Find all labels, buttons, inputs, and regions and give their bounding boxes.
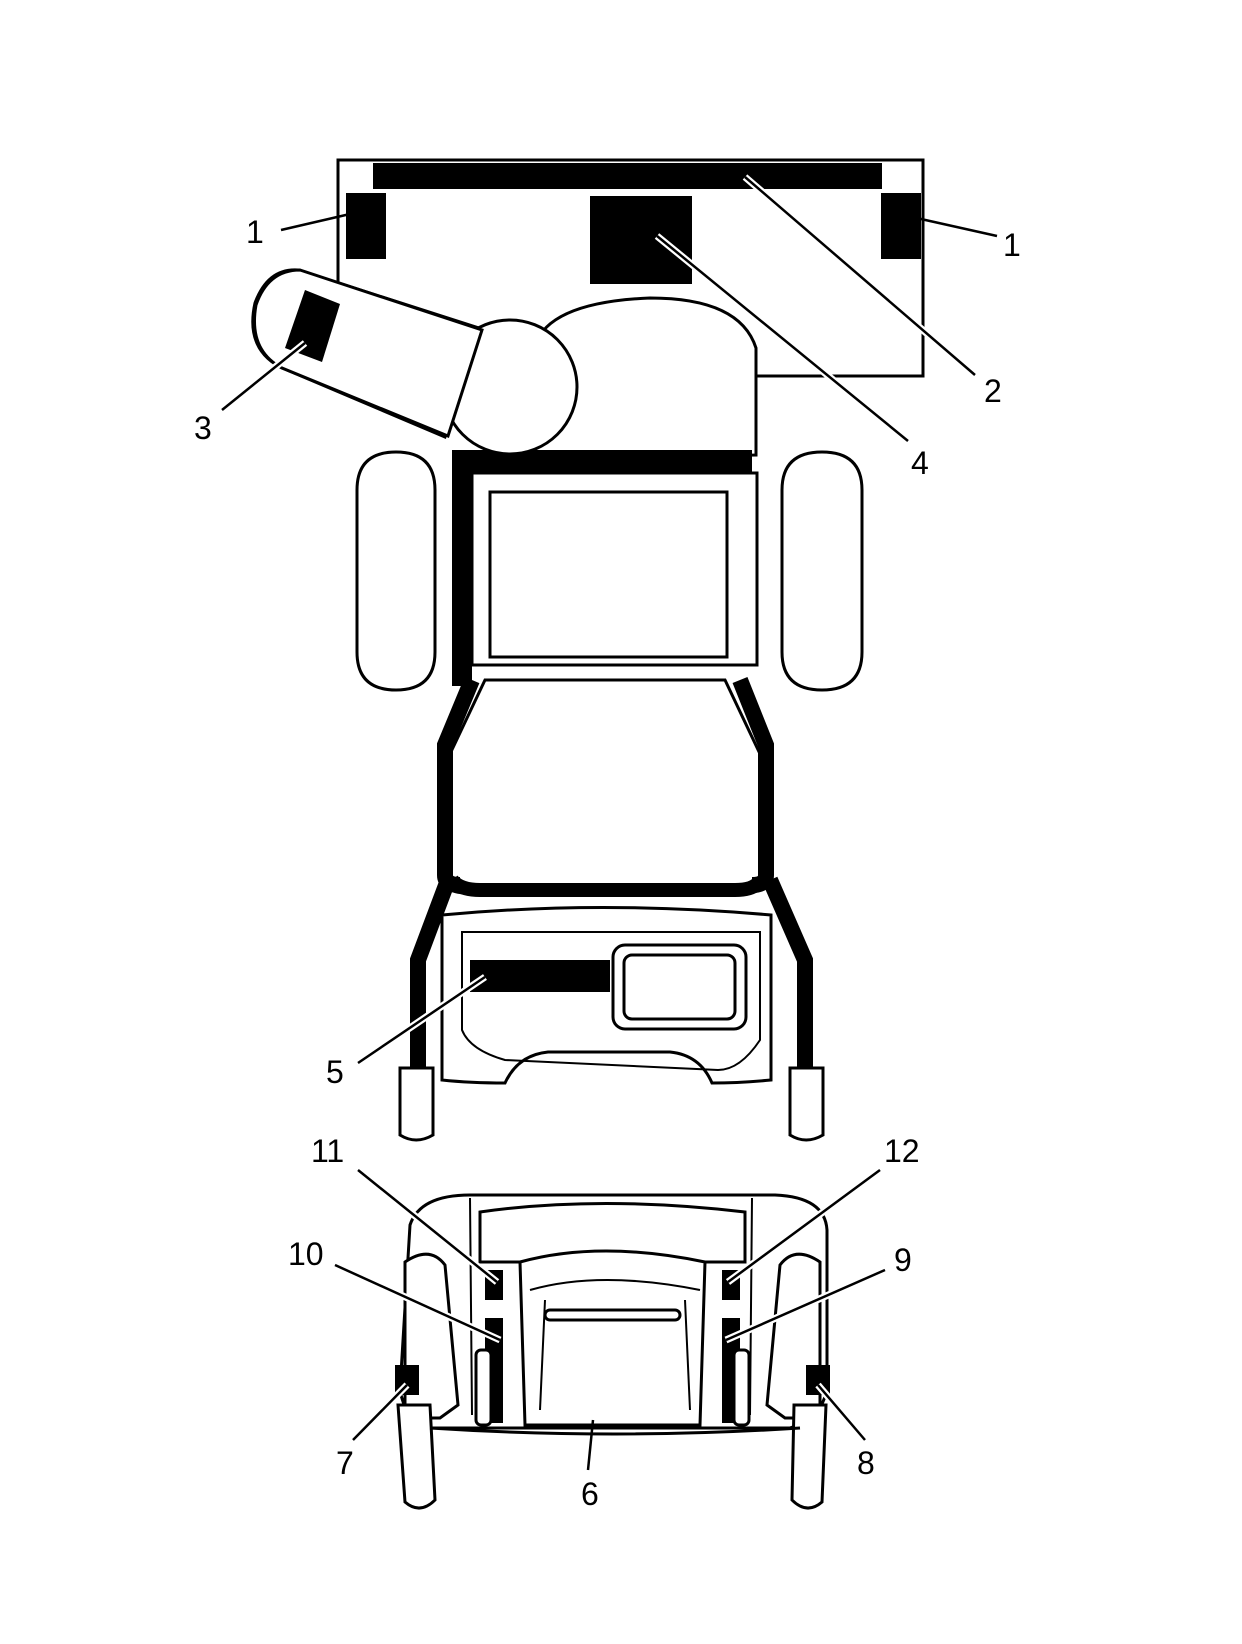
callout-12: 12: [884, 1133, 920, 1169]
front-body: [438, 678, 772, 895]
leader-lines: [219, 174, 998, 1471]
seat-handle: [543, 1308, 682, 1322]
mower-rear-view: [395, 1193, 830, 1510]
arm-right: [762, 876, 813, 1080]
label-block-1-left: [346, 193, 386, 259]
arm-left: [410, 877, 456, 1080]
label-block-4: [590, 196, 692, 284]
slot-left: [474, 1348, 493, 1427]
leader-9: [725, 1268, 886, 1342]
slot-right: [732, 1348, 751, 1427]
callout-1-right: 1: [1003, 227, 1021, 263]
engine-hood: [533, 296, 758, 460]
leader-5: [357, 975, 486, 1065]
callout-10: 10: [288, 1236, 324, 1272]
callout-6: 6: [581, 1476, 599, 1512]
callout-5: 5: [326, 1054, 344, 1090]
leg-right: [790, 1403, 828, 1510]
callout-4: 4: [911, 445, 929, 481]
callout-11: 11: [311, 1133, 344, 1169]
leader-11: [357, 1169, 498, 1283]
grip-left: [398, 1066, 435, 1142]
leader-4: [656, 235, 909, 442]
seat-back: [518, 1249, 707, 1427]
leader-1-left: [280, 209, 364, 232]
rear-wheel-right: [780, 450, 864, 692]
rear-hood: [478, 1202, 747, 1264]
leader-3: [221, 342, 306, 411]
callout-3: 3: [194, 410, 212, 446]
grass-bag: [251, 268, 579, 456]
leader-6: [586, 1419, 595, 1471]
leader-7: [352, 1384, 408, 1441]
label-strip-5: [470, 960, 610, 992]
callout-7: 7: [336, 1445, 354, 1481]
control-panel-inner: [461, 931, 761, 1072]
leader-2: [744, 176, 976, 376]
callout-numbers: 1 1 2 3 4 5 11 12 10 9 7 8 6: [194, 214, 1021, 1512]
callout-8: 8: [857, 1445, 875, 1481]
mower-top-view: [251, 158, 925, 1142]
callout-1-left: 1: [246, 214, 264, 250]
rear-base-line: [429, 1426, 801, 1436]
label-strip-2: [373, 163, 882, 189]
callout-9: 9: [894, 1242, 912, 1278]
callout-2: 2: [984, 373, 1002, 409]
leader-1-right: [902, 213, 998, 238]
frame-rail-bottom: [446, 875, 767, 897]
seat-inner: [488, 490, 729, 659]
leg-left: [396, 1403, 437, 1510]
seat-back-contour: [529, 1279, 701, 1411]
display-window-inner: [622, 953, 737, 1021]
frame-band-left: [452, 450, 472, 686]
leader-8: [817, 1384, 866, 1441]
label-block-1-right: [881, 193, 921, 259]
rear-wheel-left: [355, 450, 437, 692]
leader-12: [727, 1168, 881, 1284]
grip-right: [788, 1066, 825, 1142]
leader-10: [334, 1263, 501, 1342]
